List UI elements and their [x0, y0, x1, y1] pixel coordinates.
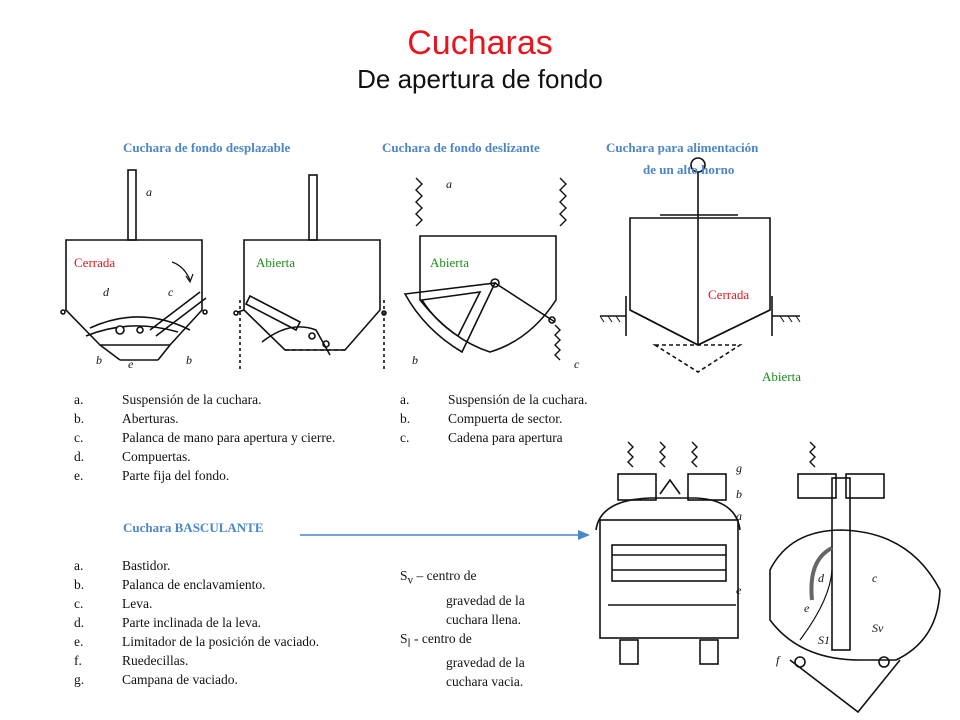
label-b-fig3: b: [412, 353, 418, 367]
list-item-text: Compuerta de sector.: [448, 411, 563, 426]
list-item-key: c.: [400, 430, 410, 445]
label-c-fig3: c: [574, 357, 580, 371]
note-sv-rest1: gravedad de la: [446, 592, 525, 608]
label-a-fig3: a: [446, 177, 452, 191]
list-item-text: Suspensión de la cuchara.: [122, 392, 262, 407]
label-sv-fig6: Sv: [872, 621, 884, 635]
note-sl-rest2: cuchara vacia.: [446, 674, 524, 690]
bucket-desplazable-open: [233, 174, 387, 370]
label-c-fig6: c: [872, 571, 878, 585]
list-item-key: b.: [400, 411, 411, 426]
list-item: c. Leva.: [74, 594, 404, 613]
label-f-fig6: f: [776, 653, 781, 667]
state-abierta-2: Abierta: [430, 255, 469, 270]
note-sv-rest2: cuchara llena.: [446, 611, 521, 627]
caption-alto-horno-1: Cuchara para alimentación: [606, 140, 759, 155]
note-sv-label: Sv – centro de: [400, 568, 477, 587]
list-item-key: g.: [74, 672, 85, 687]
label-d-fig6: d: [818, 571, 825, 585]
notes-centers: Sv – centro de gravedad de la cuchara ll…: [400, 566, 600, 691]
caption-basculante: Cuchara BASCULANTE: [123, 520, 264, 535]
list-item-text: Leva.: [122, 596, 153, 611]
bucket-desplazable-closed: [60, 169, 208, 361]
label-b-fig5: b: [736, 487, 742, 501]
label-s1-fig6: S1: [818, 633, 830, 647]
list-item-text: Parte inclinada de la leva.: [122, 615, 262, 630]
list-basculante: a. Bastidor. b. Palanca de enclavamiento. c.…: [74, 556, 404, 689]
list-item-text: Palanca de enclavamiento.: [122, 577, 266, 592]
bucket-alto-horno: [599, 157, 801, 373]
list-item-key: d.: [74, 449, 85, 464]
state-cerrada-2: Cerrada: [708, 287, 750, 302]
list-item: d. Parte inclinada de la leva.: [74, 613, 404, 632]
label-e-fig6: e: [804, 601, 810, 615]
label-g-fig5: g: [736, 461, 742, 475]
list-item: a. Suspensión de la cuchara.: [74, 390, 364, 409]
list-item: d. Compuertas.: [74, 447, 364, 466]
list-item-key: b.: [74, 411, 85, 426]
basculante-arrow-head: [578, 530, 590, 540]
list-item: f. Ruedecillas.: [74, 651, 404, 670]
list-item: g. Campana de vaciado.: [74, 670, 404, 689]
list-item-key: b.: [74, 577, 85, 592]
label-c-fig1: c: [168, 285, 174, 299]
list-item-text: Cadena para apertura: [448, 430, 563, 445]
list-item-text: Palanca de mano para apertura y cierre.: [122, 430, 336, 445]
list-item: e. Limitador de la posición de vaciado.: [74, 632, 404, 651]
label-a-fig1: a: [146, 185, 152, 199]
list-item-key: e.: [74, 468, 84, 483]
bucket-basculante-front: [595, 441, 741, 665]
label-b2-fig1: b: [186, 353, 192, 367]
list-item-key: a.: [400, 392, 410, 407]
list-item-key: e.: [74, 634, 84, 649]
list-item-text: Suspensión de la cuchara.: [448, 392, 588, 407]
list-item-key: c.: [74, 596, 84, 611]
caption-desplazable: Cuchara de fondo desplazable: [123, 140, 291, 155]
label-b-fig1: b: [96, 353, 102, 367]
note-sl-rest1: gravedad de la: [446, 655, 525, 671]
list-item: a. Suspensión de la cuchara.: [400, 390, 630, 409]
list-item: b. Aberturas.: [74, 409, 364, 428]
list-item-key: f.: [74, 653, 82, 668]
list-item: a. Bastidor.: [74, 556, 404, 575]
list-item-text: Parte fija del fondo.: [122, 468, 230, 483]
list-item: b. Palanca de enclavamiento.: [74, 575, 404, 594]
label-a-fig5: a: [736, 509, 742, 523]
list-deslizante: a. Suspensión de la cuchara. b. Compuerta d…: [400, 390, 630, 447]
list-desplazable: a. Suspensión de la cuchara. b. Aberturas. c…: [74, 390, 364, 485]
state-abierta-1: Abierta: [256, 255, 295, 270]
note-sl-label: Sl - centro de: [400, 630, 472, 650]
label-d-fig1: d: [103, 285, 110, 299]
bucket-deslizante: [403, 177, 567, 361]
state-abierta-3: Abierta: [762, 369, 801, 384]
list-item-text: Campana de vaciado.: [122, 672, 238, 687]
list-item-text: Ruedecillas.: [122, 653, 189, 668]
state-cerrada-1: Cerrada: [74, 255, 116, 270]
list-item-text: Compuertas.: [122, 449, 191, 464]
label-e-fig5: e: [736, 583, 742, 597]
slide-subtitle: De apertura de fondo: [357, 64, 603, 94]
bucket-basculante-side: [769, 441, 941, 714]
list-item-text: Limitador de la posición de vaciado.: [122, 634, 320, 649]
list-item-text: Bastidor.: [122, 558, 171, 573]
list-item-key: d.: [74, 615, 85, 630]
caption-deslizante: Cuchara de fondo deslizante: [382, 140, 540, 155]
list-item-key: a.: [74, 558, 84, 573]
list-item: c. Cadena para apertura: [400, 428, 630, 447]
list-item-key: c.: [74, 430, 84, 445]
caption-alto-horno-2: de un alto horno: [643, 162, 735, 177]
list-item-text: Aberturas.: [122, 411, 179, 426]
list-item: c. Palanca de mano para apertura y cierre…: [74, 428, 364, 447]
slide-title: Cucharas: [407, 24, 553, 62]
list-item: e. Parte fija del fondo.: [74, 466, 364, 485]
label-e-fig1: e: [128, 357, 134, 371]
list-item-key: a.: [74, 392, 84, 407]
list-item: b. Compuerta de sector.: [400, 409, 630, 428]
